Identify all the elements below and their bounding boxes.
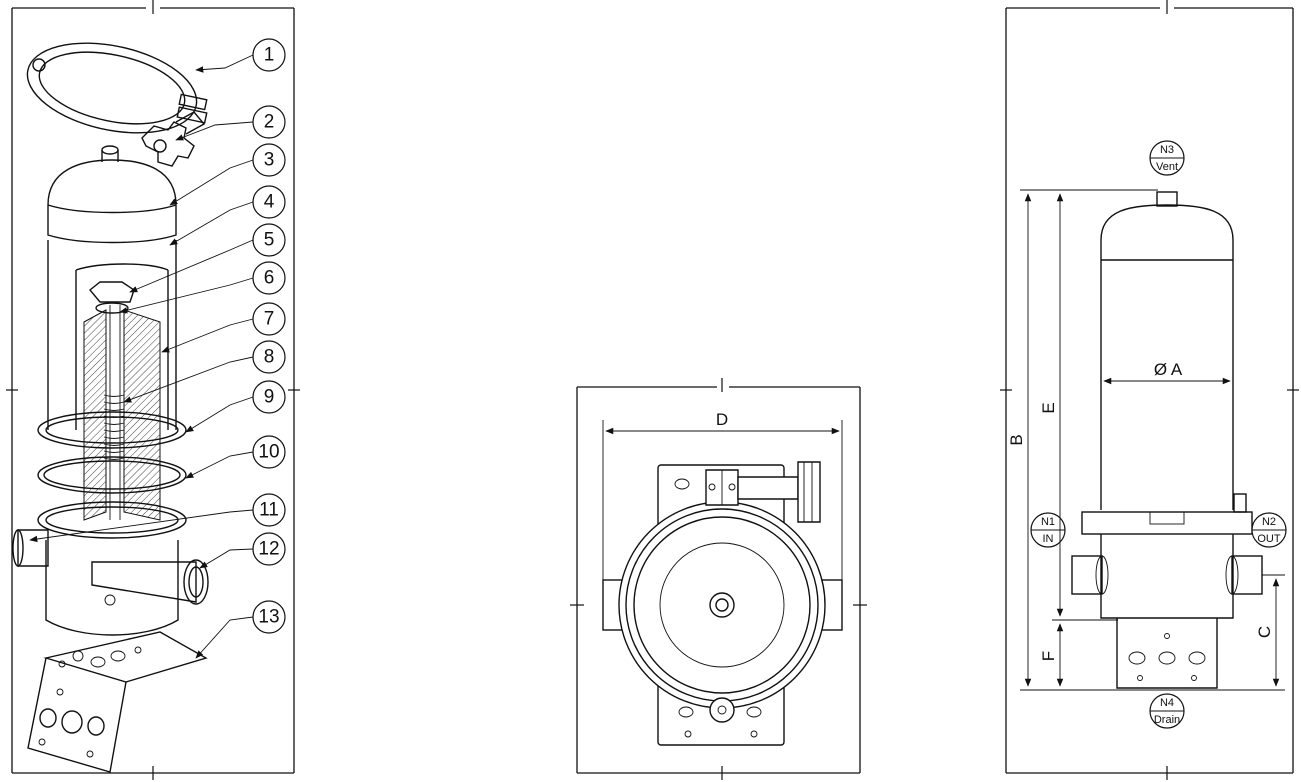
svg-text:D: D	[716, 410, 728, 429]
callout-13: 13	[252, 600, 286, 634]
filter-cartridge	[83, 281, 161, 521]
svg-text:F: F	[1039, 651, 1058, 661]
callout-9: 9	[252, 380, 286, 414]
nozzle-n4-drain: N4 Drain	[1149, 693, 1185, 729]
svg-text:Ø A: Ø A	[1154, 360, 1183, 379]
clamp-ring	[26, 42, 208, 134]
exploded-view-panel: 1 2 3 4 5 6 7 8	[6, 0, 300, 782]
svg-text:Vent: Vent	[1156, 161, 1178, 173]
callout-6: 6	[252, 261, 286, 295]
nozzle-n3-vent: N3 Vent	[1149, 140, 1185, 176]
dimension-c: C	[1255, 578, 1280, 687]
svg-text:12: 12	[258, 539, 279, 560]
svg-text:N2: N2	[1262, 516, 1276, 528]
svg-text:1: 1	[264, 45, 275, 66]
svg-text:5: 5	[264, 230, 275, 251]
svg-text:B: B	[1007, 434, 1026, 445]
svg-text:9: 9	[264, 387, 275, 408]
mounting-bracket	[27, 631, 208, 773]
top-view-panel: D	[570, 378, 867, 782]
svg-text:E: E	[1039, 402, 1058, 413]
dimension-e: E	[1039, 193, 1064, 617]
callout-10: 10	[252, 435, 286, 469]
o-rings	[37, 411, 187, 539]
callout-3: 3	[252, 143, 286, 177]
svg-text:13: 13	[258, 607, 279, 628]
svg-text:OUT: OUT	[1257, 533, 1281, 545]
nozzle-n2-out: N2 OUT	[1251, 512, 1287, 548]
svg-text:4: 4	[264, 192, 275, 213]
dimension-d: D	[602, 410, 843, 580]
cover-dome	[47, 159, 177, 244]
callout-7: 7	[252, 302, 286, 336]
side-view-panel: N3 Vent N1 IN N2 OUT N4 Drain	[1000, 0, 1299, 782]
callout-12: 12	[252, 532, 286, 566]
callout-4: 4	[252, 185, 286, 219]
svg-text:C: C	[1255, 626, 1274, 638]
callout-1: 1	[252, 38, 286, 72]
svg-text:8: 8	[264, 347, 275, 368]
callout-8: 8	[252, 340, 286, 374]
dimension-f: F	[1039, 623, 1064, 687]
housing-base	[12, 529, 209, 636]
svg-text:6: 6	[264, 268, 275, 289]
callout-11: 11	[252, 493, 286, 527]
dimension-a: Ø A	[1103, 360, 1231, 385]
dimension-b: B	[1007, 193, 1032, 687]
svg-text:2: 2	[264, 112, 275, 133]
svg-text:10: 10	[258, 442, 279, 463]
knob	[101, 111, 206, 167]
svg-text:N1: N1	[1041, 516, 1055, 528]
svg-text:7: 7	[264, 309, 275, 330]
svg-text:Drain: Drain	[1154, 714, 1180, 726]
housing-side	[1071, 191, 1263, 689]
svg-text:IN: IN	[1043, 533, 1054, 545]
callout-5: 5	[252, 223, 286, 257]
svg-text:N3: N3	[1160, 144, 1174, 156]
leader-lines	[29, 54, 254, 659]
svg-text:11: 11	[259, 500, 279, 521]
svg-text:3: 3	[264, 150, 275, 171]
svg-text:N4: N4	[1160, 697, 1174, 709]
callout-2: 2	[252, 105, 286, 139]
